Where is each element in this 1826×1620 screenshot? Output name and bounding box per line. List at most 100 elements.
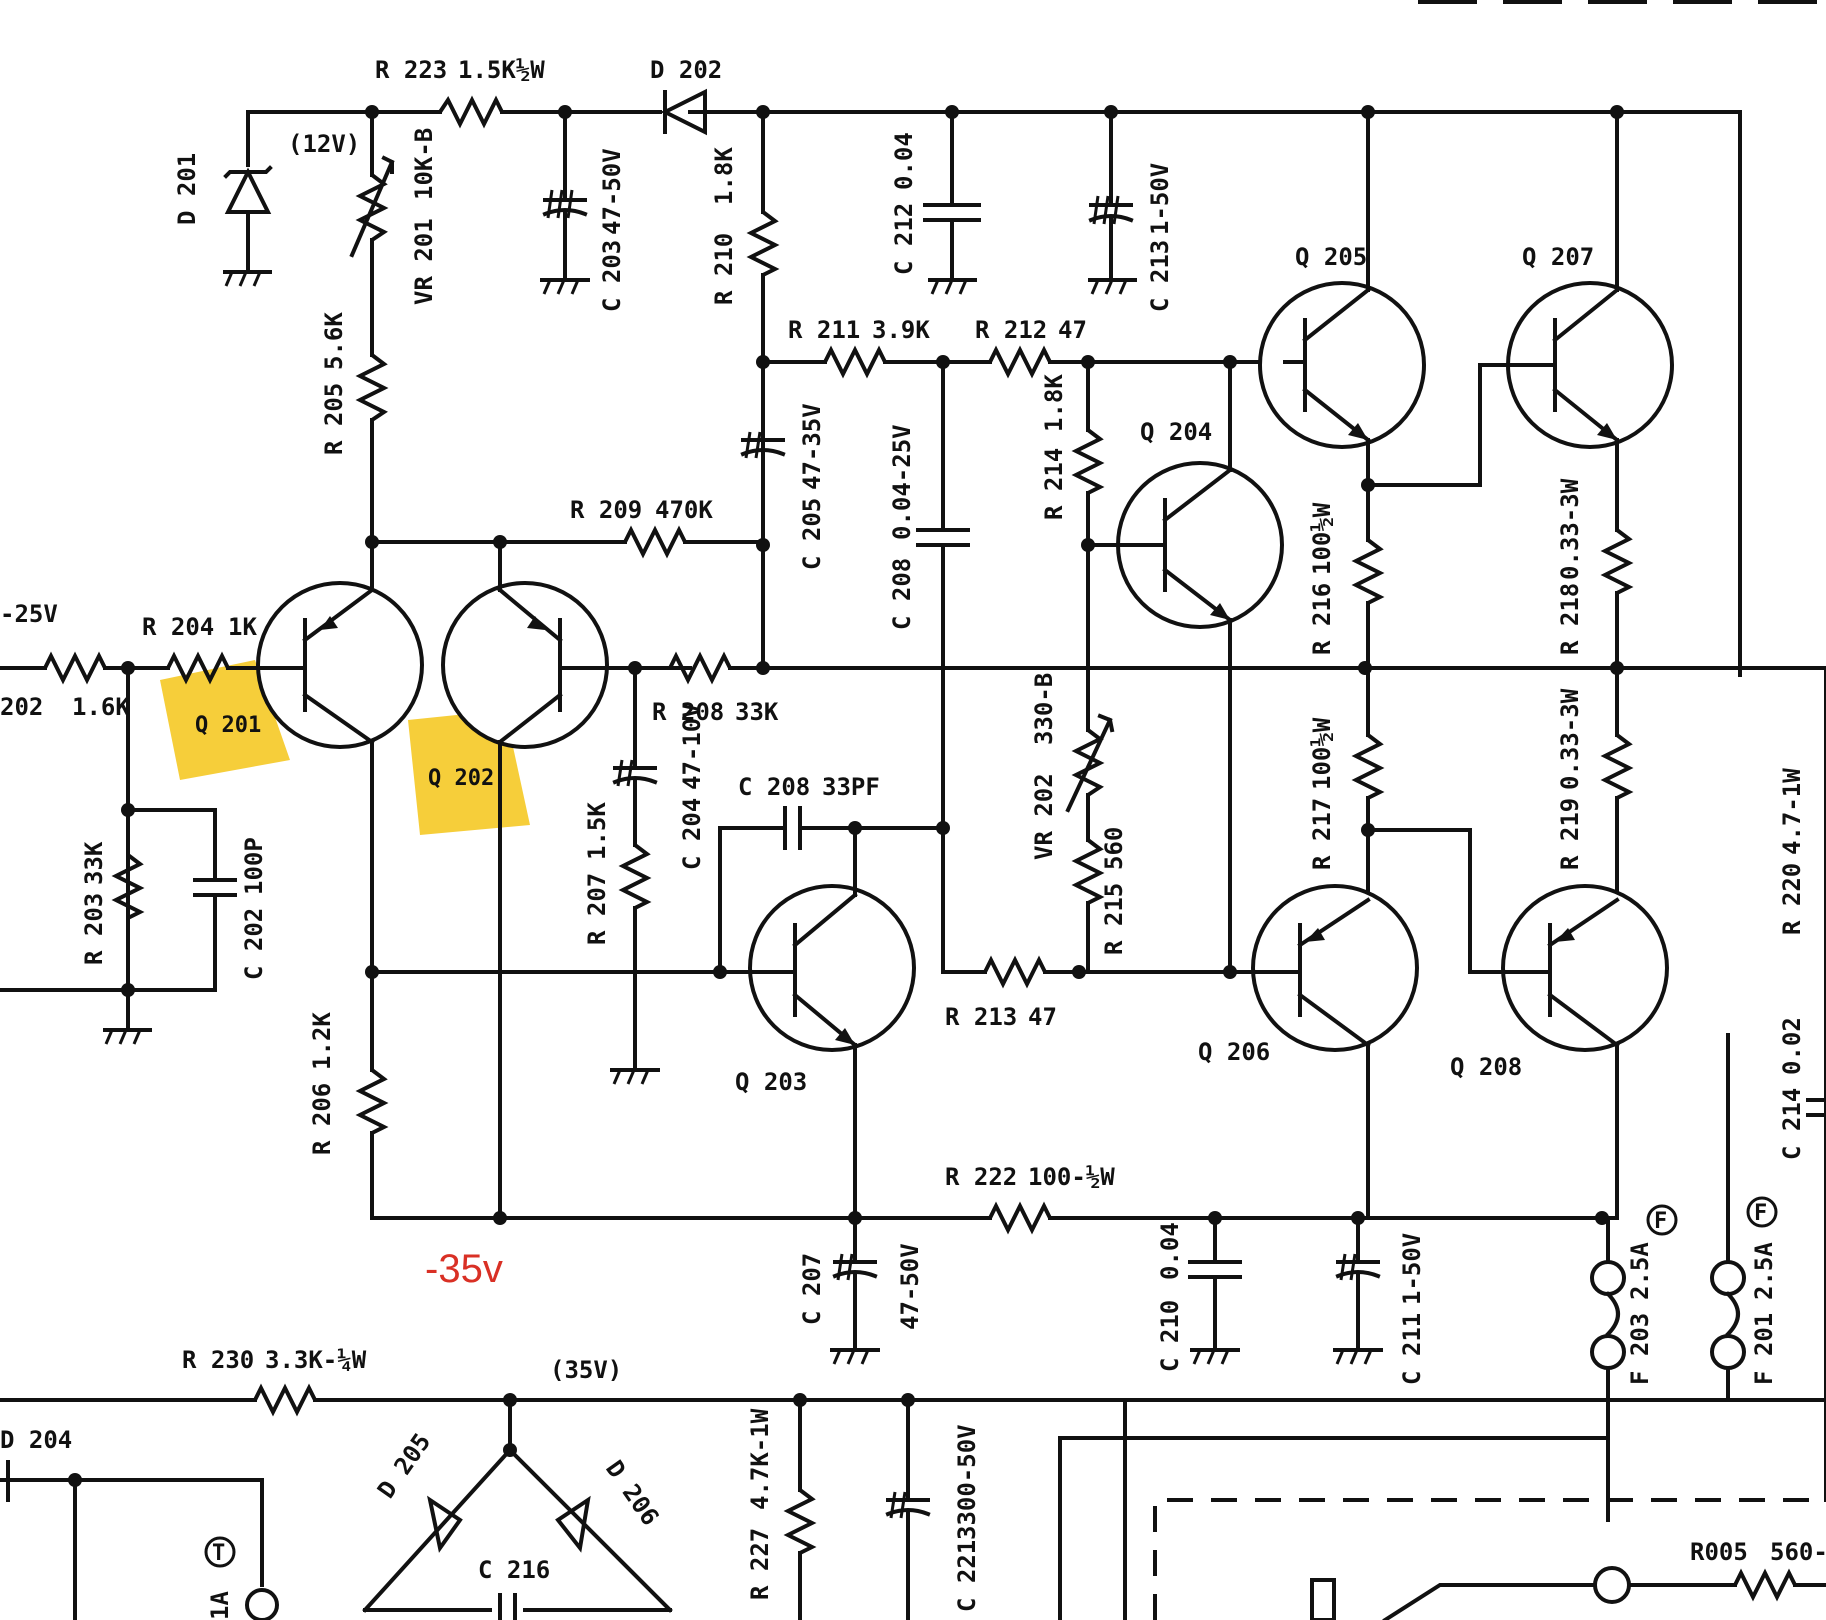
input-wiring — [0, 651, 262, 1045]
q202-label: Q 202 — [428, 766, 494, 791]
q203-transistor — [365, 826, 916, 1220]
d201-voltage: (12V) — [288, 130, 360, 158]
q207-label: Q 207 — [1522, 243, 1594, 271]
r219-value: 0.33-3W — [1556, 688, 1584, 790]
r222-value: 100-½W — [1028, 1163, 1115, 1191]
r206-label: R 206 — [308, 1083, 336, 1155]
r217-value: 100½W — [1308, 717, 1336, 790]
vr201-r205-column — [349, 110, 395, 544]
r208-feedback — [628, 651, 1826, 685]
r204-label: R 204 — [142, 613, 214, 641]
r212-label: R 212 — [975, 316, 1047, 344]
c210-value: 0.04 — [1156, 1222, 1184, 1280]
r214-label: R 214 — [1040, 448, 1068, 520]
f201-value: 2.5A — [1750, 1242, 1778, 1300]
dashed-enclosure — [1153, 1498, 1826, 1620]
r220-c214-column — [1806, 666, 1826, 1502]
r217-label: R 217 — [1308, 798, 1336, 870]
r223-value: 1.5K½W — [458, 56, 545, 84]
c210-label: C 210 — [1156, 1300, 1184, 1372]
r205-label: R 205 — [320, 383, 348, 455]
c205-value: 47-35V — [798, 403, 826, 490]
r227-resistor — [783, 1398, 817, 1620]
r218-value: 0.33-3W — [1556, 478, 1584, 580]
d206-label: D 206 — [600, 1455, 664, 1530]
neg35-annotation: -35v — [425, 1247, 503, 1291]
r206-resistor — [355, 970, 389, 1220]
r213-label: R 213 — [945, 1003, 1017, 1031]
t-mark-circle — [204, 1536, 236, 1568]
r204-value: 1K — [228, 613, 257, 641]
vr202-value: 330-B — [1030, 673, 1058, 745]
c205-capacitor — [740, 431, 786, 459]
c208a-value: 0.04-25V — [888, 424, 916, 540]
c212-value: 0.04 — [890, 132, 918, 190]
c213-capacitor — [1088, 110, 1137, 295]
r220-label: R 220 — [1778, 863, 1806, 935]
c214-label: C 214 — [1778, 1088, 1806, 1160]
q208-transistor — [1366, 828, 1669, 1220]
negative-rail — [370, 1201, 1619, 1235]
r209-label: R 209 — [570, 496, 642, 524]
c221-capacitor — [885, 1398, 931, 1620]
r215-value: 560 — [1100, 827, 1128, 870]
r209-feedback — [365, 525, 765, 559]
f201-mark: F — [1754, 1201, 1767, 1226]
c204-value: 47-10V — [678, 703, 706, 790]
r214-vr202-r215-column — [1065, 360, 1115, 974]
d205-label: D 205 — [372, 1428, 436, 1503]
f203-label: F 203 — [1626, 1313, 1654, 1385]
r208-label: R 208 — [652, 698, 724, 726]
bridge-rectifier — [362, 1398, 673, 1620]
f203-mark: F — [1654, 1209, 1667, 1234]
power-supply-rail — [0, 1383, 1826, 1620]
q208-label: Q 208 — [1450, 1053, 1522, 1081]
q206-label: Q 206 — [1198, 1038, 1270, 1066]
q201-highlight — [160, 660, 290, 780]
d202-diode — [660, 88, 707, 136]
q207-transistor — [1366, 110, 1674, 532]
r222-label: R 222 — [945, 1163, 1017, 1191]
q203-label: Q 203 — [735, 1068, 807, 1096]
c211-value: 1-50V — [1398, 1233, 1426, 1305]
c207-capacitor — [830, 1216, 880, 1365]
v35-label: (35V) — [550, 1356, 622, 1384]
q204-label: Q 204 — [1140, 418, 1212, 446]
r005-value: 560- — [1770, 1538, 1826, 1566]
c208-vertical-capacitor — [916, 360, 970, 974]
r203-value: 33K — [80, 841, 108, 885]
r213-resistor — [941, 955, 1090, 989]
c204-r207-column — [610, 666, 660, 1085]
f201-mark-circle — [1746, 1196, 1778, 1228]
r205-value: 5.6K — [320, 312, 348, 370]
r206-value: 1.2K — [308, 1012, 336, 1070]
r212-value: 47 — [1058, 316, 1087, 344]
r208-value: 33K — [735, 698, 779, 726]
vr201-value: 10K-B — [410, 128, 438, 200]
c203-capacitor — [540, 110, 590, 295]
d204-label: D 204 — [0, 1426, 72, 1454]
c205-label: C 205 — [798, 498, 826, 570]
q202-transistor — [441, 540, 692, 1220]
r227-label: R 227 — [746, 1528, 774, 1600]
c207-value: 47-50V — [896, 1243, 924, 1330]
c207-label: C 207 — [798, 1253, 826, 1325]
r211-value: 3.9K — [872, 316, 930, 344]
r209-value: 470K — [655, 496, 713, 524]
r230-label: R 230 — [182, 1346, 254, 1374]
c203-label: C 203 — [598, 240, 626, 312]
c203-value: 47-50V — [598, 148, 626, 235]
r210-value: 1.8K — [710, 147, 738, 205]
r203-label: R 203 — [80, 893, 108, 965]
f203-fuse — [1590, 1216, 1626, 1522]
r219-label: R 219 — [1556, 798, 1584, 870]
c211-label: C 211 — [1398, 1313, 1426, 1385]
r207-label: R 207 — [583, 873, 611, 945]
c214-value: 0.02 — [1778, 1017, 1806, 1075]
f201-fuse — [1710, 1033, 1746, 1402]
r217-r219 — [1351, 666, 1634, 907]
r215-label: R 215 — [1100, 883, 1128, 955]
r220-value: 4.7-1W — [1778, 768, 1806, 855]
f201-label: F 201 — [1750, 1313, 1778, 1385]
